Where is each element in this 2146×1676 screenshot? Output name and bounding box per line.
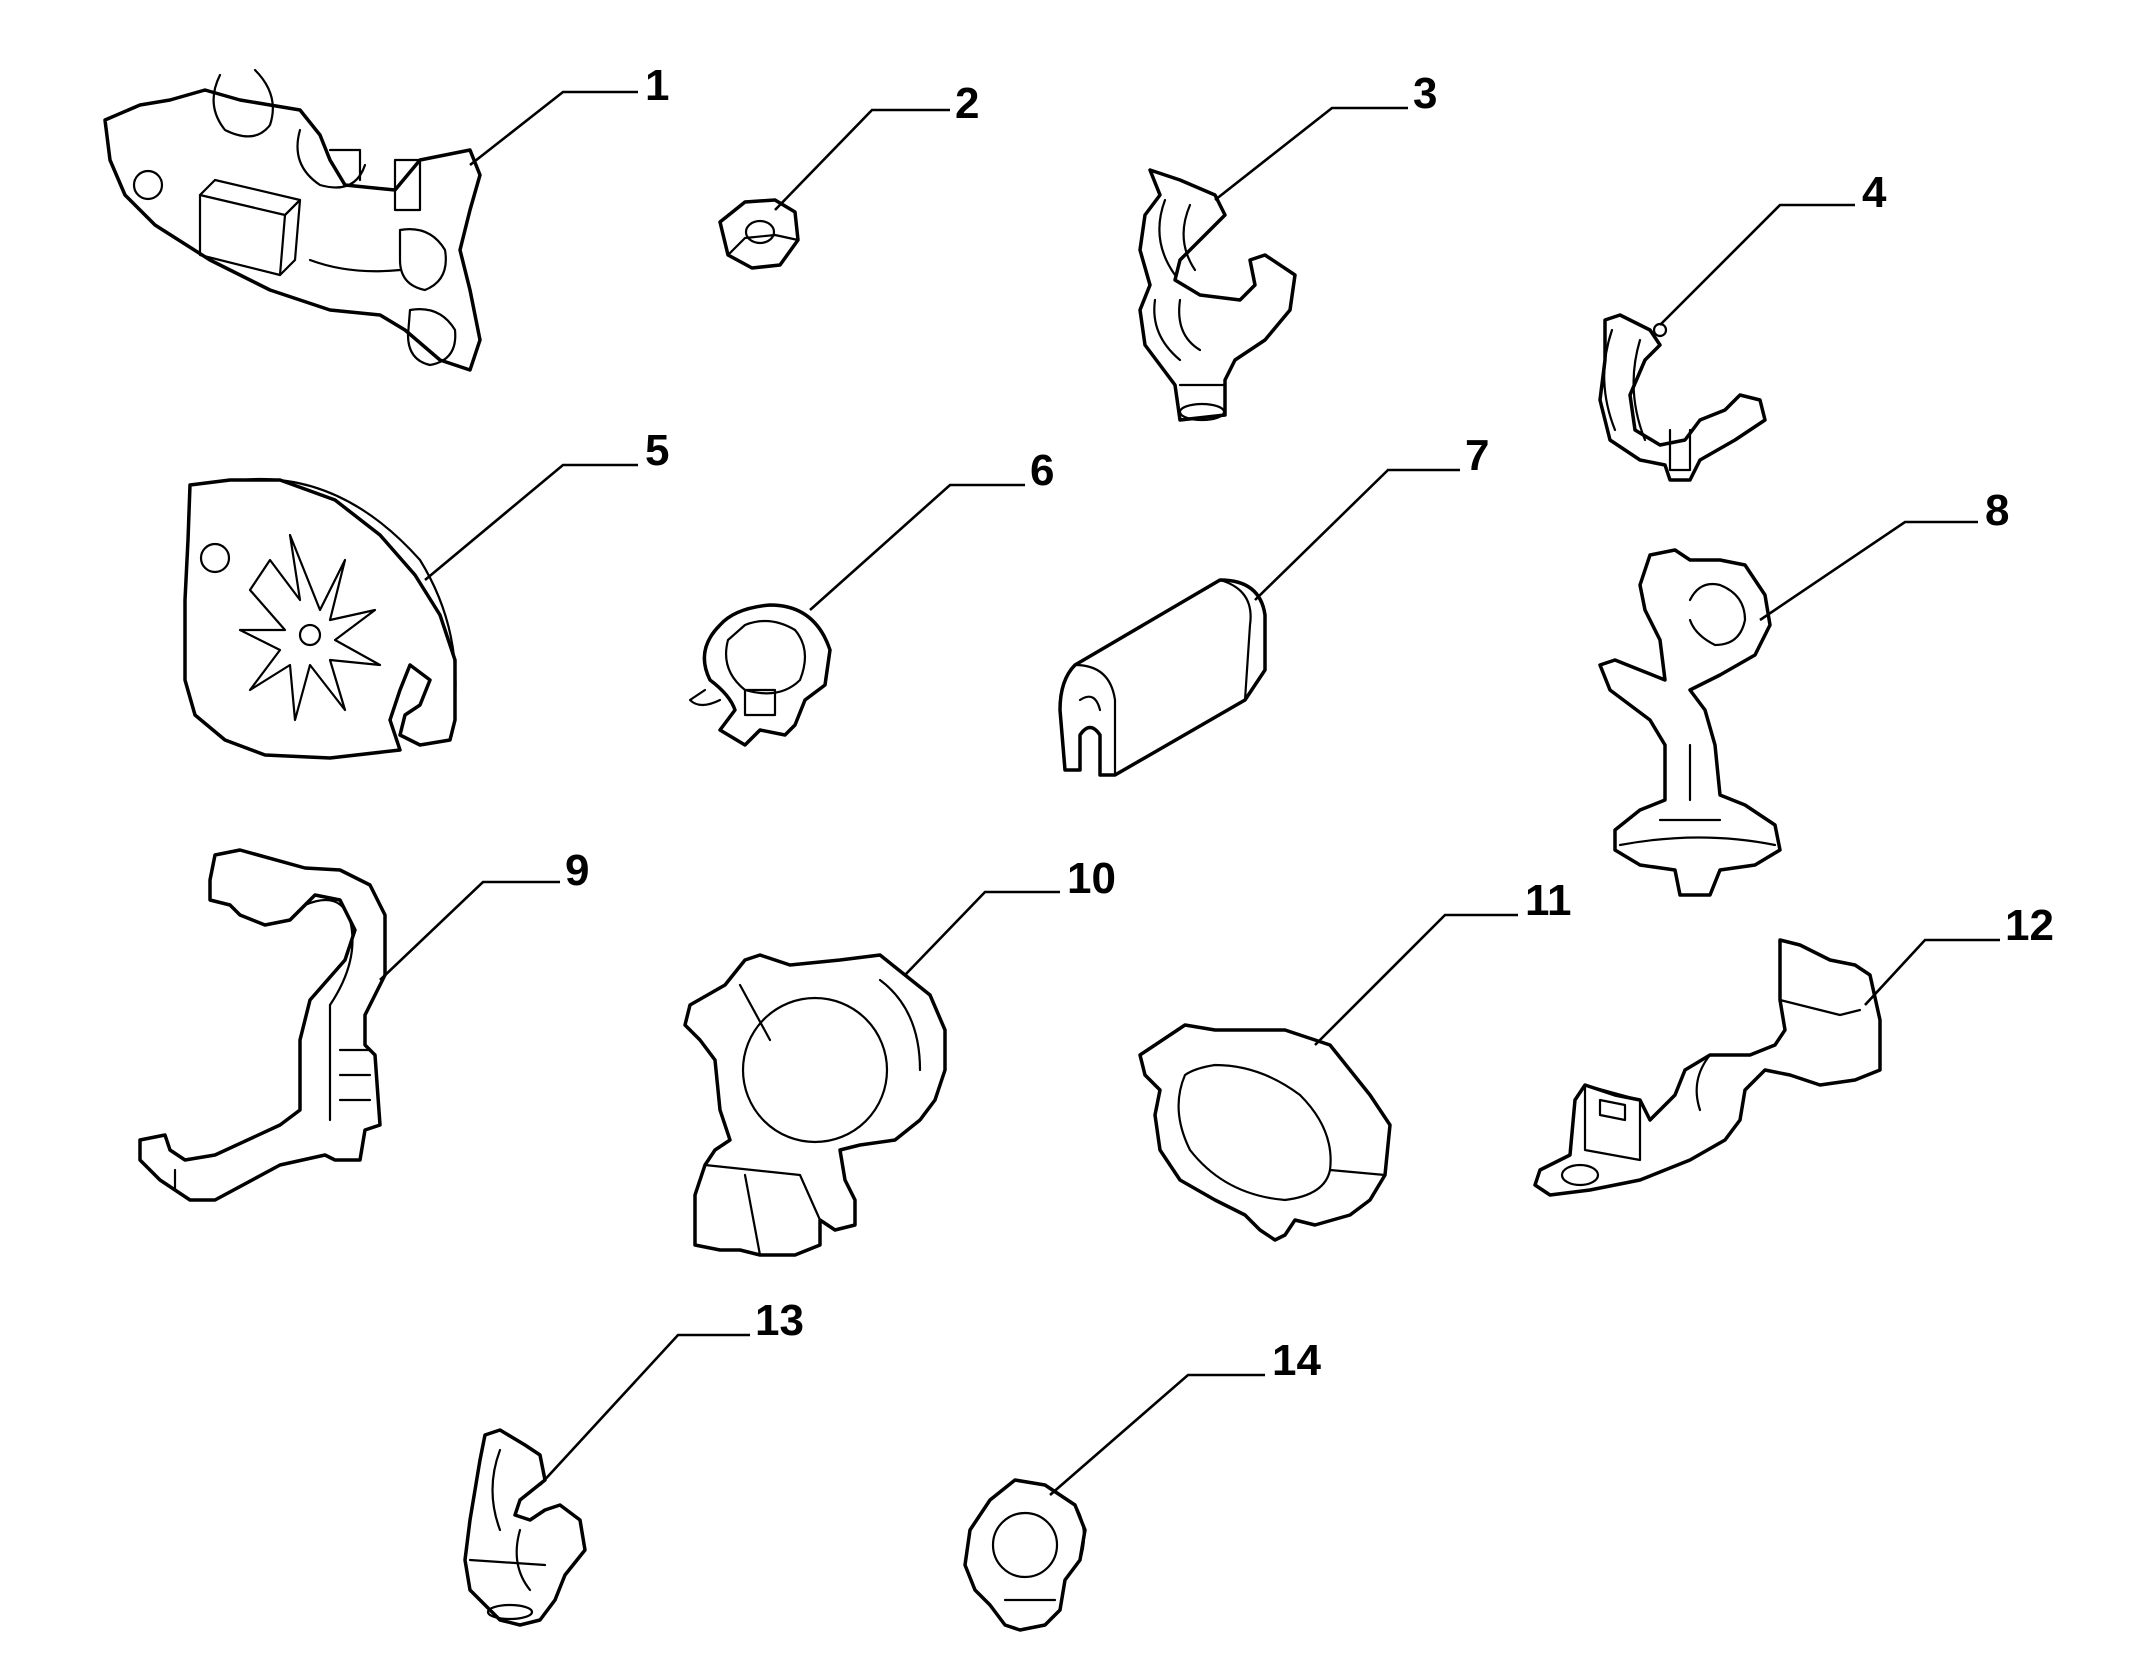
leader-14 — [1049, 1373, 1265, 1496]
leader-13 — [539, 1333, 750, 1486]
part-9-c-bracket — [138, 848, 387, 1202]
leader-1 — [469, 90, 638, 167]
part-number-1: 1 — [645, 61, 669, 110]
part-number-2: 2 — [955, 79, 979, 128]
leader-4 — [1659, 203, 1855, 326]
part-14-ring-clip — [963, 1478, 1087, 1632]
part-number-11: 11 — [1525, 876, 1572, 925]
part-number-7: 7 — [1465, 431, 1489, 480]
leader-8 — [1759, 520, 1978, 622]
part-numbers: 1 2 3 4 5 6 7 8 9 10 11 12 13 14 — [565, 61, 2054, 1385]
part-6-loop-clip — [688, 603, 832, 747]
part-number-6: 6 — [1030, 446, 1054, 495]
leader-2 — [774, 108, 950, 211]
part-12-saddle-clamp — [1533, 938, 1882, 1197]
part-number-12: 12 — [2005, 901, 2054, 950]
part-number-8: 8 — [1985, 486, 2009, 535]
part-number-9: 9 — [565, 846, 589, 895]
part-1-multi-clip-bracket — [103, 68, 482, 372]
part-2-nut — [718, 198, 800, 270]
part-number-3: 3 — [1413, 69, 1437, 118]
part-3-double-clip — [1138, 168, 1297, 422]
leader-9 — [379, 880, 560, 981]
leader-3 — [1214, 106, 1408, 202]
leader-11 — [1314, 913, 1518, 1046]
part-10-large-ring-clip — [683, 953, 947, 1257]
part-8-post-clip — [1598, 548, 1782, 897]
part-number-13: 13 — [755, 1296, 804, 1345]
leader-12 — [1864, 938, 2000, 1006]
part-5-grommet-plate — [183, 478, 457, 760]
part-number-4: 4 — [1862, 168, 1887, 217]
part-4-wire-clip — [1598, 313, 1767, 482]
leader-6 — [809, 483, 1025, 611]
part-number-14: 14 — [1272, 1336, 1321, 1385]
part-number-5: 5 — [645, 426, 669, 475]
leader-5 — [424, 463, 638, 581]
leader-10 — [904, 890, 1060, 976]
part-13-small-double-clip — [463, 1428, 587, 1627]
leader-lines — [379, 90, 2000, 1496]
part-11-oval-clip — [1138, 1023, 1392, 1242]
leader-7 — [1254, 468, 1460, 601]
part-7-edge-protector — [1058, 578, 1267, 777]
part-number-10: 10 — [1067, 854, 1116, 903]
